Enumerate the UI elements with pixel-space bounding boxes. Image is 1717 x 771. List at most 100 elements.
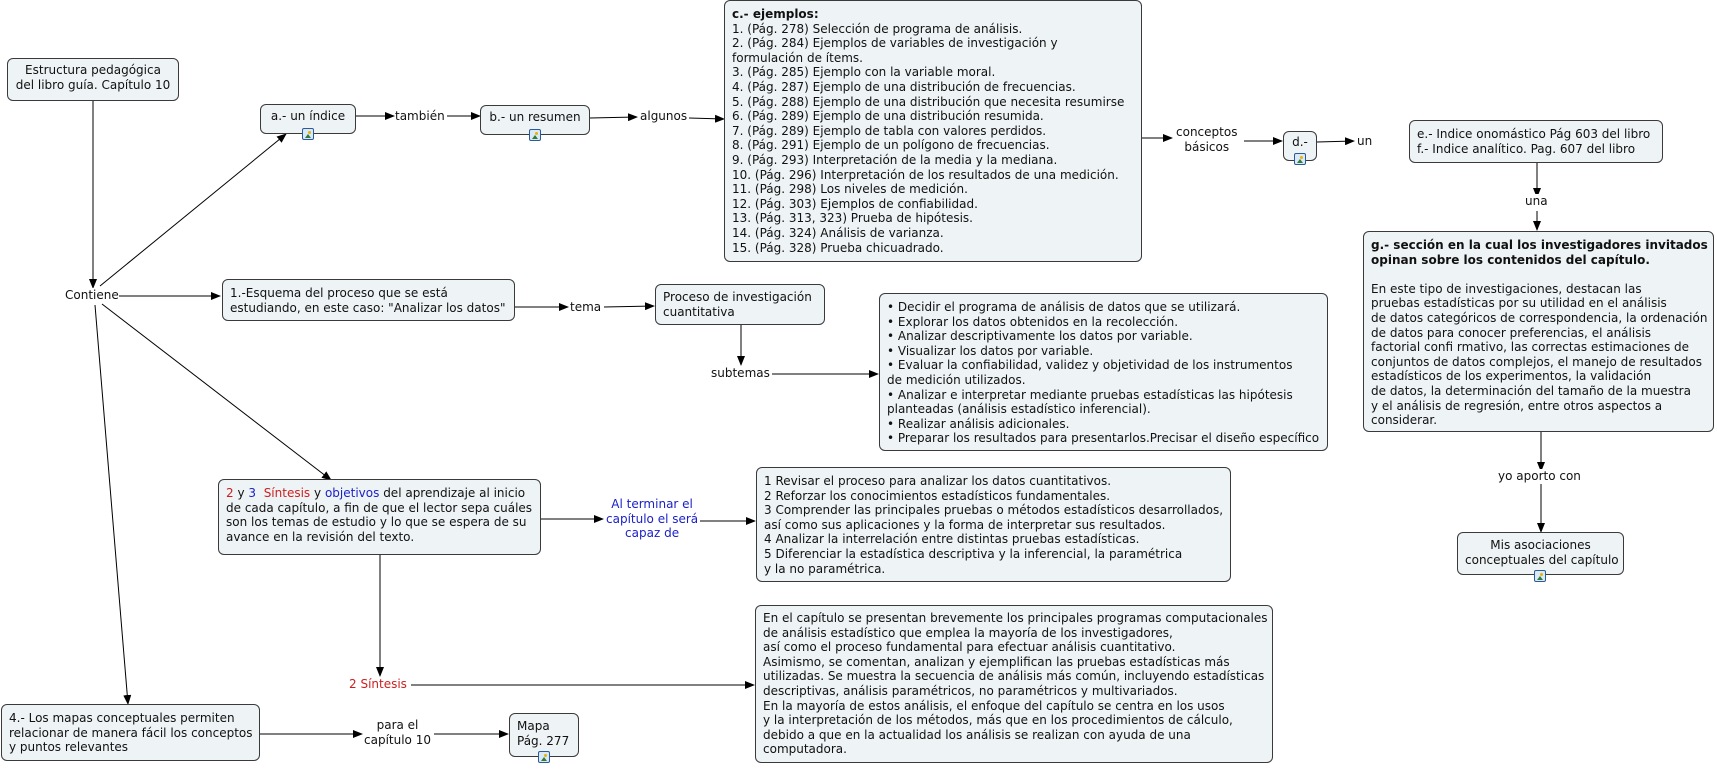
objetivo-item: 2 Reforzar los conocimientos estadístico… xyxy=(764,488,1111,503)
sintesis-text-line: En la mayoría de estos análisis, el enfo… xyxy=(763,698,1225,713)
objetivo-item: así como sus aplicaciones y la forma de … xyxy=(764,517,1166,532)
link-yo-aporto: yo aporto con xyxy=(1498,469,1581,484)
node-text-line: Estructura pedagógica xyxy=(25,63,161,77)
link-contiene: Contiene xyxy=(65,288,119,303)
link-text-line: Al terminar el xyxy=(611,497,693,511)
word-y: y xyxy=(237,486,245,500)
seccion-body-line: pruebas estadísticas por su utilidad en … xyxy=(1371,296,1667,311)
ejemplo-item: 14. (Pág. 324) Análisis de varianza. xyxy=(732,225,944,240)
seccion-body-line: de datos, la determinación del tamaño de… xyxy=(1371,383,1691,398)
text-rest: del aprendizaje al inicio xyxy=(383,486,526,500)
sintesis-text-line: computadora. xyxy=(763,742,847,757)
node-label: b.- un resumen xyxy=(489,110,581,124)
link-text-line: capítulo 10 xyxy=(364,732,431,747)
sintesis-text-line: Asimismo, se comentan, analizan y ejempl… xyxy=(763,654,1230,669)
node-text-line: e.- Indice onomástico Pág 603 del libro xyxy=(1417,127,1651,141)
objetivo-item: 1 Revisar el proceso para analizar los d… xyxy=(764,474,1112,488)
objetivo-item: 4 Analizar la interrelación entre distin… xyxy=(764,532,1140,547)
sintesis-text-line: así como el proceso fundamental para efe… xyxy=(763,640,1176,655)
attachment-image-icon[interactable] xyxy=(1294,153,1306,165)
attachment-image-icon[interactable] xyxy=(529,129,541,141)
node-text-line: avance en la revisión del texto. xyxy=(226,529,415,544)
ejemplos-title: c.- ejemplos: xyxy=(732,7,819,21)
seccion-body-line: estadísticos de los experimentos, la val… xyxy=(1371,369,1652,384)
node-text-line: f.- Indice analítico. Pag. 607 del libro xyxy=(1417,141,1636,156)
seccion-body-line: y el análisis de regresión, entre otros … xyxy=(1371,398,1663,413)
node-text-line: Mis asociaciones xyxy=(1490,538,1591,552)
link-algunos: algunos xyxy=(640,109,688,124)
node-subtemas-list[interactable]: • Decidir el programa de análisis de dat… xyxy=(879,293,1328,451)
subtema-item: • Realizar análisis adicionales. xyxy=(887,416,1070,431)
attachment-image-icon[interactable] xyxy=(1534,570,1546,582)
link-text-line: conceptos xyxy=(1176,125,1238,139)
link-text-line: capaz de xyxy=(625,526,680,541)
subtema-item: de medición utilizados. xyxy=(887,372,1026,387)
objetivo-item: y la no paramétrica. xyxy=(764,561,886,576)
ejemplo-item: formulación de ítems. xyxy=(732,50,863,65)
node-text-line: de cada capítulo, a fin de que el lector… xyxy=(226,500,533,515)
node-mapas-conceptuales[interactable]: 4.- Los mapas conceptuales permiten rela… xyxy=(1,704,260,761)
num-3: 3 xyxy=(248,486,257,500)
link-text-line: para el xyxy=(376,718,419,732)
ejemplos-list: 1. (Pág. 278) Selección de programa de a… xyxy=(732,22,1134,256)
ejemplo-item: 5. (Pág. 288) Ejemplo de una distribució… xyxy=(732,94,1125,109)
link-tambien: también xyxy=(395,109,445,124)
seccion-body-line: de datos categóricos de correspondencia,… xyxy=(1371,310,1708,325)
node-text-line: Proceso de investigación xyxy=(663,290,812,304)
link-2-sintesis: 2 Síntesis xyxy=(349,677,407,692)
seccion-body-line: de datos para conocer preferencias, el a… xyxy=(1371,325,1652,340)
link-tema: tema xyxy=(570,300,602,315)
node-proceso-investigacion[interactable]: Proceso de investigación cuantitativa xyxy=(655,284,825,325)
node-mis-asociaciones[interactable]: Mis asociaciones conceptuales del capítu… xyxy=(1457,532,1624,575)
ejemplo-item: 9. (Pág. 293) Interpretación de la media… xyxy=(732,152,1058,167)
ejemplo-item: 7. (Pág. 289) Ejemplo de tabla con valor… xyxy=(732,123,1047,138)
node-text-line: 1.-Esquema del proceso que se está xyxy=(230,286,448,300)
sintesis-text-line: En el capítulo se presentan brevemente l… xyxy=(763,611,1268,625)
objetivo-item: 3 Comprender las principales pruebas o m… xyxy=(764,503,1224,518)
seccion-title-line: opinan sobre los contenidos del capítulo… xyxy=(1371,252,1650,267)
node-text-line: estudiando, en este caso: "Analizar los … xyxy=(230,300,506,315)
link-una: una xyxy=(1525,194,1548,209)
ejemplo-item: 4. (Pág. 287) Ejemplo de una distribució… xyxy=(732,79,1076,94)
ejemplo-item: 8. (Pág. 291) Ejemplo de un polígono de … xyxy=(732,138,1050,153)
ejemplo-item: 12. (Pág. 303) Ejemplos de confiabilidad… xyxy=(732,196,978,211)
node-seccion-investigadores[interactable]: g.- sección en la cual los investigadore… xyxy=(1363,231,1714,432)
node-text-line: son los temas de estudio y lo que se esp… xyxy=(226,515,527,530)
attachment-image-icon[interactable] xyxy=(538,751,550,763)
sintesis-text-line: de análisis estadístico que emplea la ma… xyxy=(763,625,1173,640)
link-text-line: capítulo el será xyxy=(606,511,699,526)
seccion-body-line: considerar. xyxy=(1371,413,1438,428)
objetivo-item: 5 Diferenciar la estadística descriptiva… xyxy=(764,546,1183,561)
seccion-body: En este tipo de investigaciones, destaca… xyxy=(1371,281,1708,428)
link-subtemas: subtemas xyxy=(711,366,770,381)
seccion-body-line: En este tipo de investigaciones, destaca… xyxy=(1371,281,1642,296)
node-ejemplos[interactable]: c.- ejemplos: 1. (Pág. 278) Selección de… xyxy=(724,0,1142,262)
sintesis-text-line: y la interpretación de los métodos, más … xyxy=(763,713,1233,728)
subtema-item: • Visualizar los datos por variable. xyxy=(887,343,1094,358)
node-indices[interactable]: e.- Indice onomástico Pág 603 del libro … xyxy=(1409,120,1663,163)
node-indice[interactable]: a.- un índice xyxy=(260,104,356,134)
node-resumen[interactable]: b.- un resumen xyxy=(480,105,590,135)
word-objetivos: objetivos xyxy=(324,486,380,500)
ejemplo-item: 2. (Pág. 284) Ejemplos de variables de i… xyxy=(732,36,1058,51)
subtemas-list: • Decidir el programa de análisis de dat… xyxy=(887,300,1320,446)
node-estructura-pedagogica[interactable]: Estructura pedagógica del libro guía. Ca… xyxy=(7,58,179,101)
link-al-terminar: Al terminar el capítulo el será capaz de xyxy=(606,497,699,541)
node-text-line: cuantitativa xyxy=(663,304,735,319)
link-conceptos-basicos: conceptos básicos xyxy=(1176,125,1238,155)
node-objetivos-list[interactable]: 1 Revisar el proceso para analizar los d… xyxy=(756,467,1231,582)
sintesis-text-line: debido a que en la actualidad los anális… xyxy=(763,727,1191,742)
node-sintesis-text[interactable]: En el capítulo se presentan brevemente l… xyxy=(755,605,1273,763)
node-text-line: conceptuales del capítulo xyxy=(1465,552,1619,567)
link-text-line: básicos xyxy=(1184,139,1230,154)
node-esquema[interactable]: 1.-Esquema del proceso que se está estud… xyxy=(222,279,515,321)
ejemplo-item: 3. (Pág. 285) Ejemplo con la variable mo… xyxy=(732,65,996,80)
node-mapa[interactable]: Mapa Pág. 277 xyxy=(509,713,579,757)
node-text-line: Mapa xyxy=(517,719,550,733)
node-sintesis-objetivos[interactable]: 2 y 3 Síntesis y objetivos del aprendiza… xyxy=(218,479,541,555)
sintesis-objetivos-first-line: 2 y 3 Síntesis y objetivos del aprendiza… xyxy=(226,486,533,501)
ejemplo-item: 15. (Pág. 328) Prueba chicuadrado. xyxy=(732,240,944,255)
seccion-body-line: factorial confi rmativo, las correctas e… xyxy=(1371,340,1690,355)
attachment-image-icon[interactable] xyxy=(302,128,314,140)
